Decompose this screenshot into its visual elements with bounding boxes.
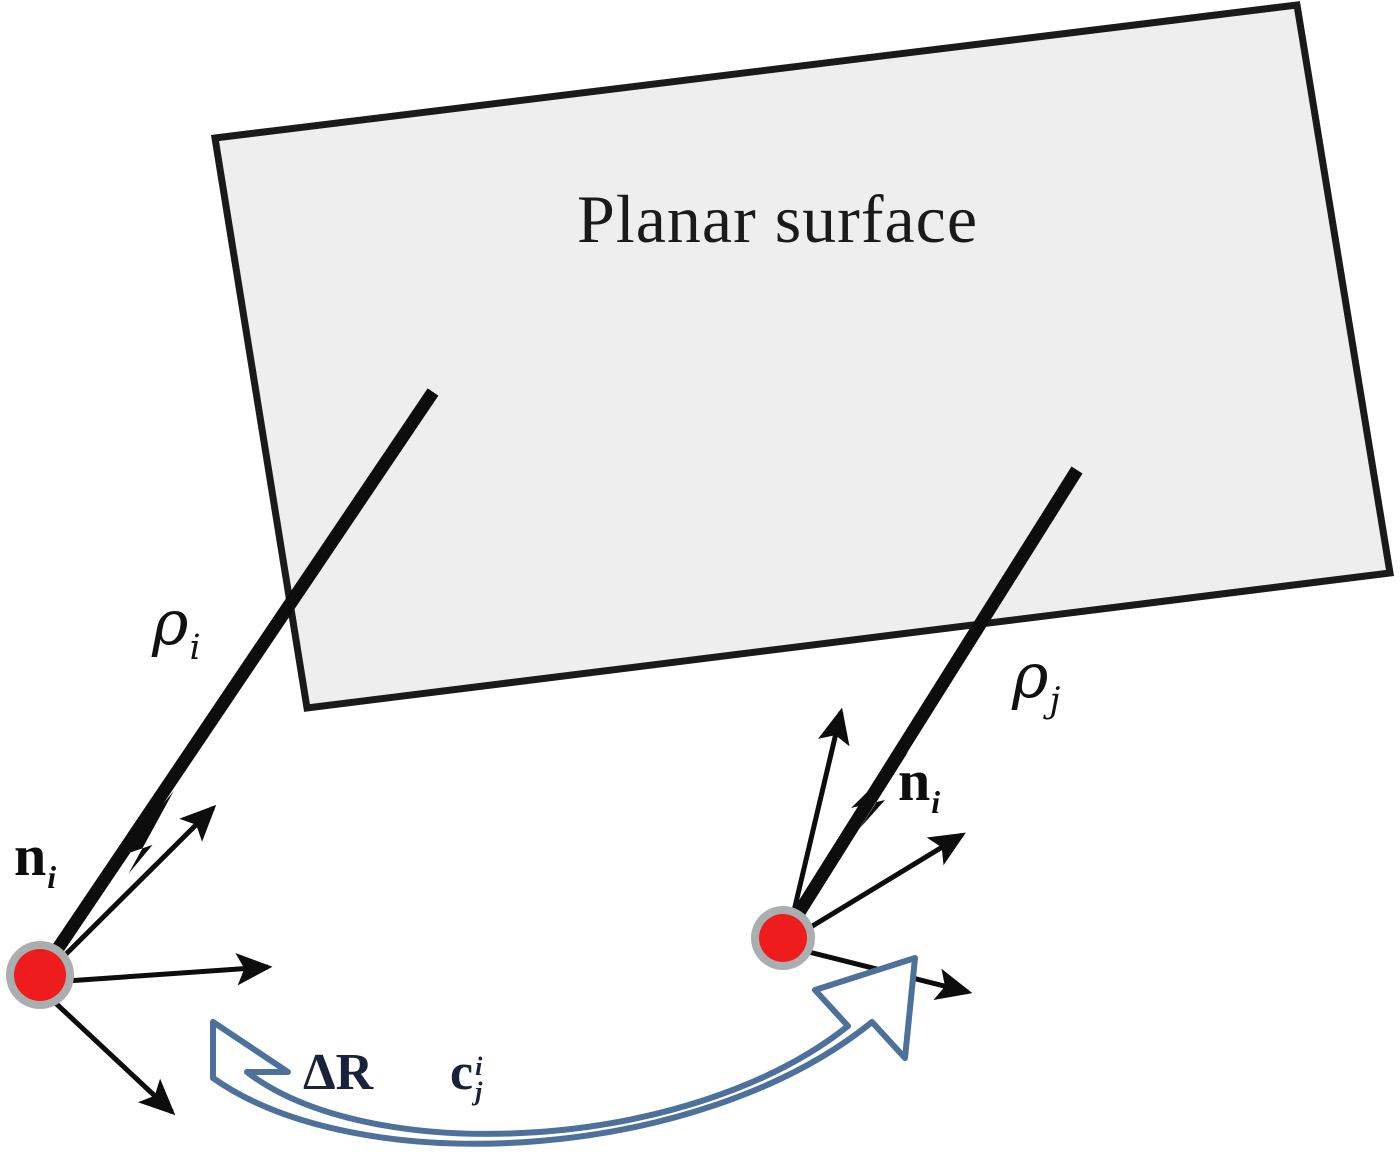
rho-i-subscript: i (189, 627, 201, 668)
c-symbol: c (450, 1044, 474, 1101)
rho-j-subscript: j (1049, 680, 1061, 721)
ray-rho-j (777, 466, 1083, 942)
rho-j-symbol: ρ (1012, 639, 1049, 712)
right-point-dot (759, 914, 807, 962)
c-subscript: j (475, 1077, 483, 1107)
normal-right-label: ni (898, 752, 940, 819)
ray-rho-j-arrowhead (851, 752, 908, 828)
planar-surface-label: Planar surface (577, 181, 979, 257)
normal-right-symbol: n (898, 748, 931, 813)
ray-rho-i-arrowhead (119, 791, 174, 874)
normal-left-label: ni (14, 827, 56, 894)
normal-right-subscript: i (931, 784, 941, 820)
planar-surface-polygon (210, 1, 1395, 712)
rho-i-symbol: ρ (152, 586, 189, 659)
c-superscript: i (475, 1052, 483, 1082)
rho-i-label: ρi (152, 592, 201, 665)
right-axis-arrow-right (794, 832, 966, 939)
normal-left-symbol: n (14, 823, 47, 888)
right-axis-arrow-up (786, 707, 850, 933)
rho-j-label: ρj (1012, 645, 1060, 718)
left-point-dot (14, 949, 66, 1001)
left-axis-arrow-down (46, 994, 176, 1116)
left-axis-arrow-right (51, 953, 273, 986)
left-axis-arrow-up (46, 804, 217, 974)
transform-curved-arrow (210, 955, 918, 1147)
ray-rho-i (34, 388, 439, 979)
normal-left-subscript: i (47, 859, 57, 895)
delta-r-label: ΔR (303, 1044, 374, 1101)
